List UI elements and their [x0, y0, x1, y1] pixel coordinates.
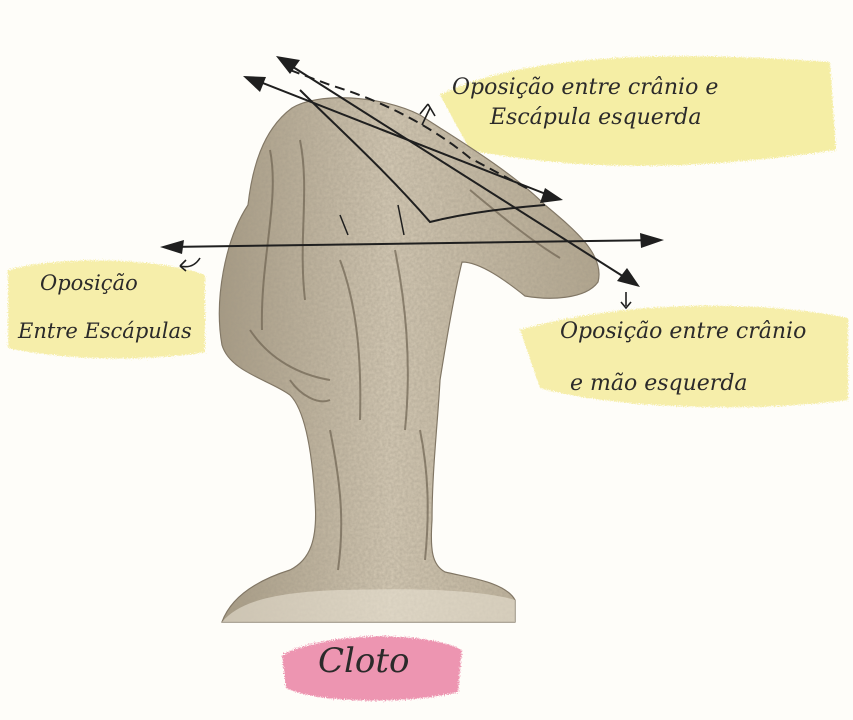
label-skull-left-scapula-line1: Oposição entre crânio e — [452, 76, 718, 99]
label-skull-left-hand-line1: Oposição entre crânio — [560, 320, 806, 343]
page-title: Cloto — [318, 644, 410, 680]
label-scapulae-line1: Oposição — [40, 272, 138, 294]
label-skull-left-hand-line2: e mão esquerda — [570, 372, 748, 395]
label-skull-left-scapula-line2: Escápula esquerda — [490, 106, 701, 129]
label-scapulae-line2: Entre Escápulas — [18, 320, 192, 342]
